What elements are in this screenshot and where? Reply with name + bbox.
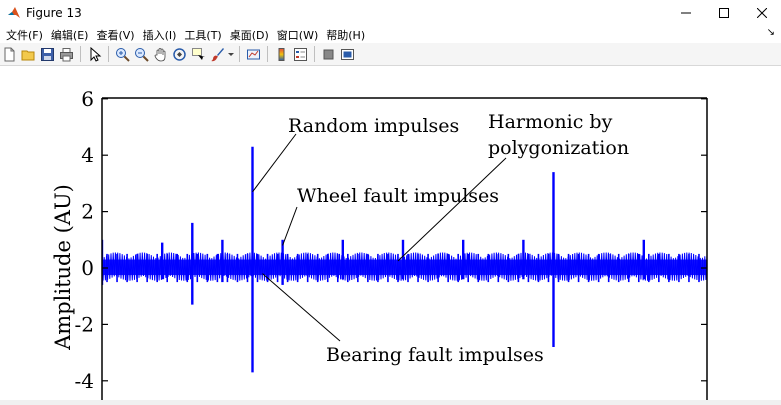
colorbar-icon[interactable] bbox=[272, 45, 291, 63]
maximize-button[interactable] bbox=[705, 0, 743, 26]
toolbar-separator bbox=[108, 46, 109, 62]
close-icon bbox=[757, 8, 767, 18]
menu-help[interactable]: 帮助(H) bbox=[326, 28, 366, 42]
annotations: Random impulses Wheel fault impulses Har… bbox=[252, 111, 629, 366]
annotation-wheel-fault-impulses: Wheel fault impulses bbox=[297, 185, 499, 207]
signal-oscillation bbox=[102, 252, 707, 281]
annotation-bearing-fault-impulses: Bearing fault impulses bbox=[326, 344, 544, 366]
annotation-leader-line bbox=[262, 273, 341, 342]
annotation-leader-line bbox=[252, 133, 297, 193]
print-icon[interactable] bbox=[57, 45, 76, 63]
window-title: Figure 13 bbox=[26, 6, 82, 20]
data-cursor-icon[interactable] bbox=[189, 45, 208, 63]
show-plot-tools-icon[interactable] bbox=[338, 45, 357, 63]
annotation-leader-line bbox=[397, 157, 507, 262]
minimize-button[interactable] bbox=[667, 0, 705, 26]
close-button[interactable] bbox=[743, 0, 781, 26]
axes bbox=[101, 97, 708, 400]
y-tick-label: 2 bbox=[81, 200, 94, 224]
title-bar[interactable]: Figure 13 bbox=[0, 0, 781, 26]
annotation-harmonic-line1: Harmonic by bbox=[488, 111, 613, 133]
toolbar-separator bbox=[314, 46, 315, 62]
annotation-harmonic-line2: polygonization bbox=[488, 137, 629, 159]
menu-insert[interactable]: 插入(I) bbox=[142, 28, 177, 42]
toolbar-separator bbox=[267, 46, 268, 62]
zoom-out-icon[interactable] bbox=[132, 45, 151, 63]
pan-hand-icon[interactable] bbox=[151, 45, 170, 63]
save-icon[interactable] bbox=[38, 45, 57, 63]
open-folder-icon[interactable] bbox=[19, 45, 38, 63]
amplitude-chart: 6 4 2 0 -2 -4 Amplitude (AU) Random impulses … bbox=[51, 87, 708, 405]
toolbar-separator bbox=[80, 46, 81, 62]
menu-view[interactable]: 查看(V) bbox=[96, 28, 135, 42]
y-tick-label: 6 bbox=[81, 87, 94, 111]
minimize-icon bbox=[681, 12, 691, 14]
menu-edit[interactable]: 编辑(E) bbox=[50, 28, 89, 42]
maximize-icon bbox=[719, 8, 729, 18]
y-axis-label: Amplitude (AU) bbox=[51, 184, 75, 351]
toolbar-separator bbox=[239, 46, 240, 62]
dock-arrow-icon[interactable]: ↘ bbox=[766, 27, 775, 38]
y-ticks: 6 4 2 0 -2 -4 bbox=[75, 87, 707, 393]
figure-canvas[interactable]: 6 4 2 0 -2 -4 Amplitude (AU) Random impulses … bbox=[0, 66, 781, 405]
zoom-in-icon[interactable] bbox=[113, 45, 132, 63]
y-tick-label: 0 bbox=[81, 256, 94, 280]
pointer-icon[interactable] bbox=[85, 45, 104, 63]
menu-tools[interactable]: 工具(T) bbox=[184, 28, 222, 42]
menu-bar: 文件(F) 编辑(E) 查看(V) 插入(I) 工具(T) 桌面(D) 窗口(W… bbox=[0, 26, 781, 43]
y-tick-label: 4 bbox=[81, 143, 94, 167]
legend-icon[interactable] bbox=[291, 45, 310, 63]
y-tick-label: -4 bbox=[75, 369, 94, 393]
new-file-icon[interactable] bbox=[0, 45, 19, 63]
hide-plot-tools-icon[interactable] bbox=[319, 45, 338, 63]
annotation-random-impulses: Random impulses bbox=[288, 115, 459, 137]
menu-desktop[interactable]: 桌面(D) bbox=[229, 28, 269, 42]
dropdown-arrow-icon[interactable] bbox=[227, 45, 235, 63]
menu-file[interactable]: 文件(F) bbox=[6, 28, 43, 42]
signal-series bbox=[102, 146, 707, 373]
plot-area bbox=[102, 98, 707, 405]
figure-toolbar bbox=[0, 43, 781, 66]
rotate-3d-icon[interactable] bbox=[170, 45, 189, 63]
annotation-leader-line bbox=[282, 206, 298, 246]
matlab-logo-icon bbox=[6, 5, 22, 21]
y-tick-label: -2 bbox=[75, 312, 94, 336]
brush-icon[interactable] bbox=[208, 45, 227, 63]
menu-window[interactable]: 窗口(W) bbox=[276, 28, 319, 42]
link-plot-icon[interactable] bbox=[244, 45, 263, 63]
window-controls bbox=[667, 0, 781, 26]
